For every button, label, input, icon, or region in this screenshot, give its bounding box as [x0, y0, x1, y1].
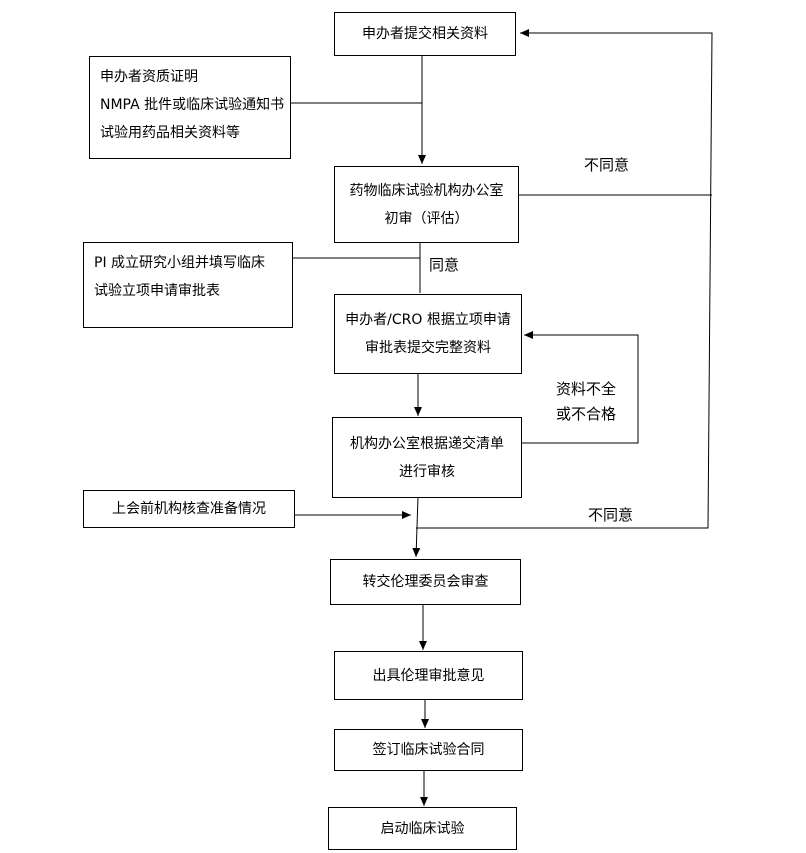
step-office-review-line-1: 机构办公室根据递交清单 [350, 435, 504, 452]
step-initial-review-line-2: 初审（评估） [384, 210, 469, 227]
note-sponsor-docs-line-1: 申办者资质证明 [100, 69, 198, 85]
loop-disagree-bottom [416, 29, 713, 529]
step-ethics-opinion: 出具伦理审批意见 [334, 651, 523, 700]
note-pi-form: PI 成立研究小组并填写临床 试验立项申请审批表 [83, 242, 293, 328]
label-disagree-bottom: 不同意 [588, 506, 634, 524]
step-start-trial-label: 启动临床试验 [380, 820, 465, 837]
step-initial-review-line-1: 药物临床试验机构办公室 [349, 182, 504, 199]
step-complete-docs-line-1: 申办者/CRO 根据立项申请 [345, 312, 511, 328]
note-sponsor-docs-line-3: 试验用药品相关资料等 [100, 125, 240, 141]
arrow-office-to-ethics [412, 496, 421, 558]
step-complete-docs-line-2: 审批表提交完整资料 [365, 340, 491, 356]
step-office-review-line-2: 进行审核 [399, 463, 455, 480]
note-pi-form-line-1: PI 成立研究小组并填写临床 [94, 255, 266, 271]
step-ethics-review-label: 转交伦理委员会审查 [362, 574, 489, 590]
label-incomplete-line-2: 或不合格 [556, 405, 617, 423]
step-submit-label: 申办者提交相关资料 [362, 26, 488, 42]
step-ethics-opinion-label: 出具伦理审批意见 [372, 667, 485, 684]
note-pre-meeting: 上会前机构核查准备情况 [83, 490, 295, 528]
step-start-trial: 启动临床试验 [328, 807, 517, 850]
note-pre-meeting-label: 上会前机构核查准备情况 [112, 501, 266, 517]
step-complete-docs: 申办者/CRO 根据立项申请 审批表提交完整资料 [334, 294, 522, 374]
loop-incomplete [522, 331, 639, 444]
note-sponsor-docs-line-2: NMPA 批件或临床试验通知书 [100, 97, 285, 113]
step-sign-contract: 签订临床试验合同 [334, 729, 523, 771]
note-pi-form-line-2: 试验立项申请审批表 [94, 283, 220, 299]
step-submit: 申办者提交相关资料 [334, 12, 516, 56]
step-sign-contract-label: 签订临床试验合同 [372, 742, 485, 758]
label-agree: 同意 [429, 256, 460, 274]
label-disagree-top: 不同意 [584, 156, 630, 174]
step-office-review: 机构办公室根据递交清单 进行审核 [332, 417, 522, 498]
label-incomplete-line-1: 资料不全 [556, 380, 617, 398]
step-ethics-review: 转交伦理委员会审查 [330, 559, 521, 605]
note-sponsor-docs: 申办者资质证明 NMPA 批件或临床试验通知书 试验用药品相关资料等 [89, 56, 291, 159]
step-initial-review: 药物临床试验机构办公室 初审（评估） [334, 166, 519, 243]
